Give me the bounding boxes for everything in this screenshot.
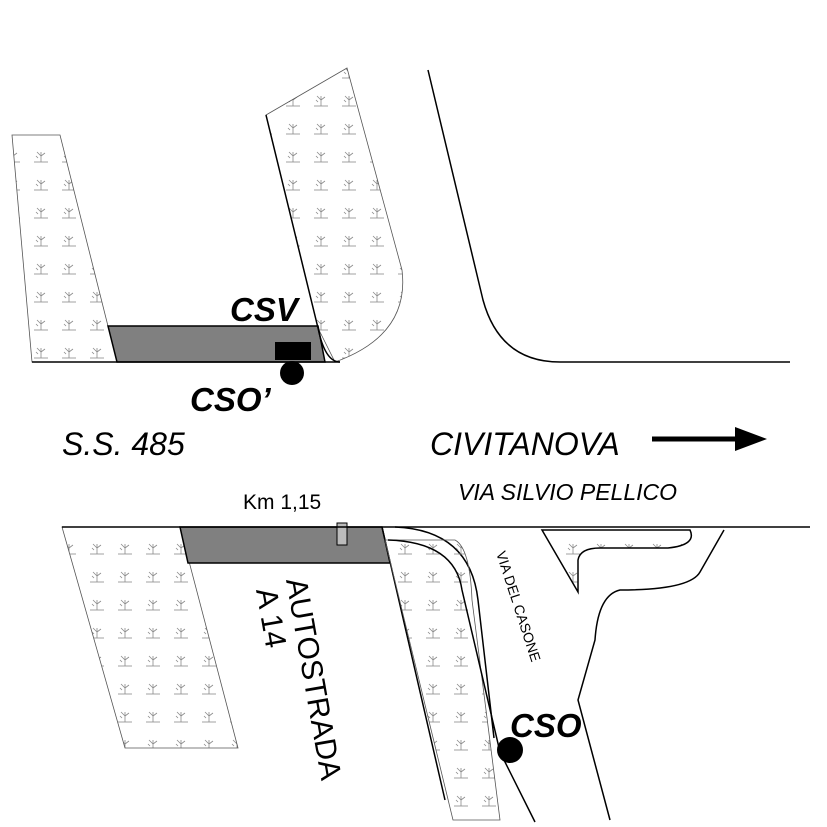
km-post-marker [336, 522, 348, 546]
vegetation-area-lower-right [540, 529, 692, 595]
cso-label: CSO [510, 707, 582, 744]
vegetation-area-lower-middle [384, 539, 501, 821]
road-edge-lower-right [577, 529, 725, 821]
cso-station-circle [497, 737, 523, 763]
csv-label: CSV [230, 291, 301, 328]
road-edge-upper-right [427, 69, 790, 363]
cso-prime-station-circle [280, 361, 304, 385]
csv-station-square [275, 342, 311, 360]
shaded-band-lower [179, 526, 391, 564]
right-arrow-icon [652, 427, 767, 451]
via-silvio-pellico-label: VIA SILVIO PELLICO [458, 479, 677, 505]
ss485-label: S.S. 485 [62, 426, 185, 462]
via-del-casone-label: VIA DEL CASONE [493, 549, 544, 664]
civitanova-label: CIVITANOVA [430, 426, 620, 462]
km-label: Km 1,15 [243, 491, 321, 514]
cso-prime-label: CSO’ [190, 381, 272, 418]
vegetation-area-upper-left [11, 134, 118, 363]
via-del-casone-west-edge [387, 539, 536, 823]
autostrada-label: AUTOSTRADA [279, 575, 347, 782]
